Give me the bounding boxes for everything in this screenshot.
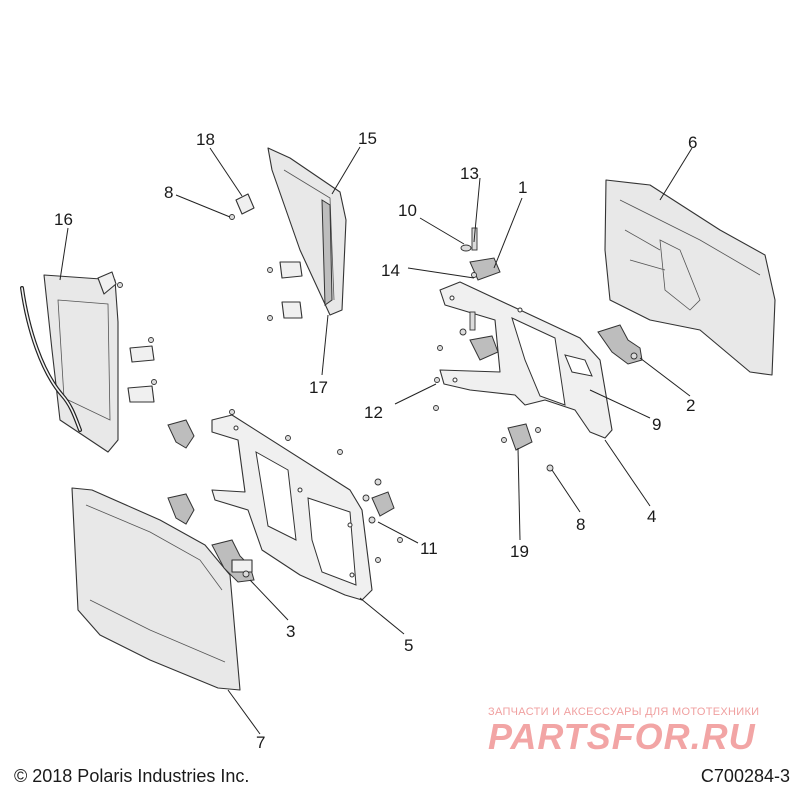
part-19-latch-plate (501, 423, 554, 472)
callout-9: 9 (652, 415, 661, 434)
callout-11: 11 (420, 539, 438, 558)
callout-3: 3 (286, 622, 295, 641)
diagram-code: C700284-3 (700, 766, 790, 786)
callout-6: 6 (688, 133, 697, 152)
part-16-clips (97, 271, 157, 403)
callout-4: 4 (647, 507, 656, 526)
part-16-rear-door-panel (20, 274, 119, 453)
callout-2: 2 (686, 396, 695, 415)
watermark-logo: PARTSFOR.RU (488, 716, 756, 757)
callout-1: 1 (518, 178, 527, 197)
callout-16: 16 (54, 210, 73, 229)
callout-8-top: 8 (164, 183, 173, 202)
part-3-lower-latch (211, 539, 255, 583)
callout-12: 12 (364, 403, 383, 422)
lower-hinge-brackets (167, 419, 195, 525)
part-2-upper-latch (597, 324, 643, 365)
callout-13: 13 (460, 164, 479, 183)
callout-18: 18 (196, 130, 215, 149)
callout-8-bottom: 8 (576, 515, 585, 534)
callout-19: 19 (510, 542, 529, 561)
callout-labels: 1 2 3 4 5 6 7 8 8 9 10 11 12 13 14 15 16… (54, 129, 697, 752)
part-7-lower-door-skin (71, 487, 241, 691)
callout-10: 10 (398, 201, 417, 220)
part-18-clip (229, 193, 255, 220)
callout-7: 7 (256, 733, 265, 752)
part-5-lower-door-frame (211, 409, 373, 601)
part-4-upper-door-frame (439, 281, 613, 439)
part-11-hardware (362, 478, 403, 563)
callout-5: 5 (404, 636, 413, 655)
part-15-upper-rear-panel (267, 147, 347, 316)
part-15-clips (267, 261, 303, 321)
watermark-tagline: ЗАПЧАСТИ И АКСЕССУАРЫ ДЛЯ МОТОТЕХНИКИ (488, 706, 760, 718)
leader-lines (59, 146, 693, 735)
callout-17: 17 (309, 378, 328, 397)
copyright-notice: © 2018 Polaris Industries Inc. (14, 766, 250, 786)
callout-15: 15 (358, 129, 377, 148)
callout-14: 14 (381, 261, 400, 280)
part-6-front-door-skin (604, 179, 776, 376)
